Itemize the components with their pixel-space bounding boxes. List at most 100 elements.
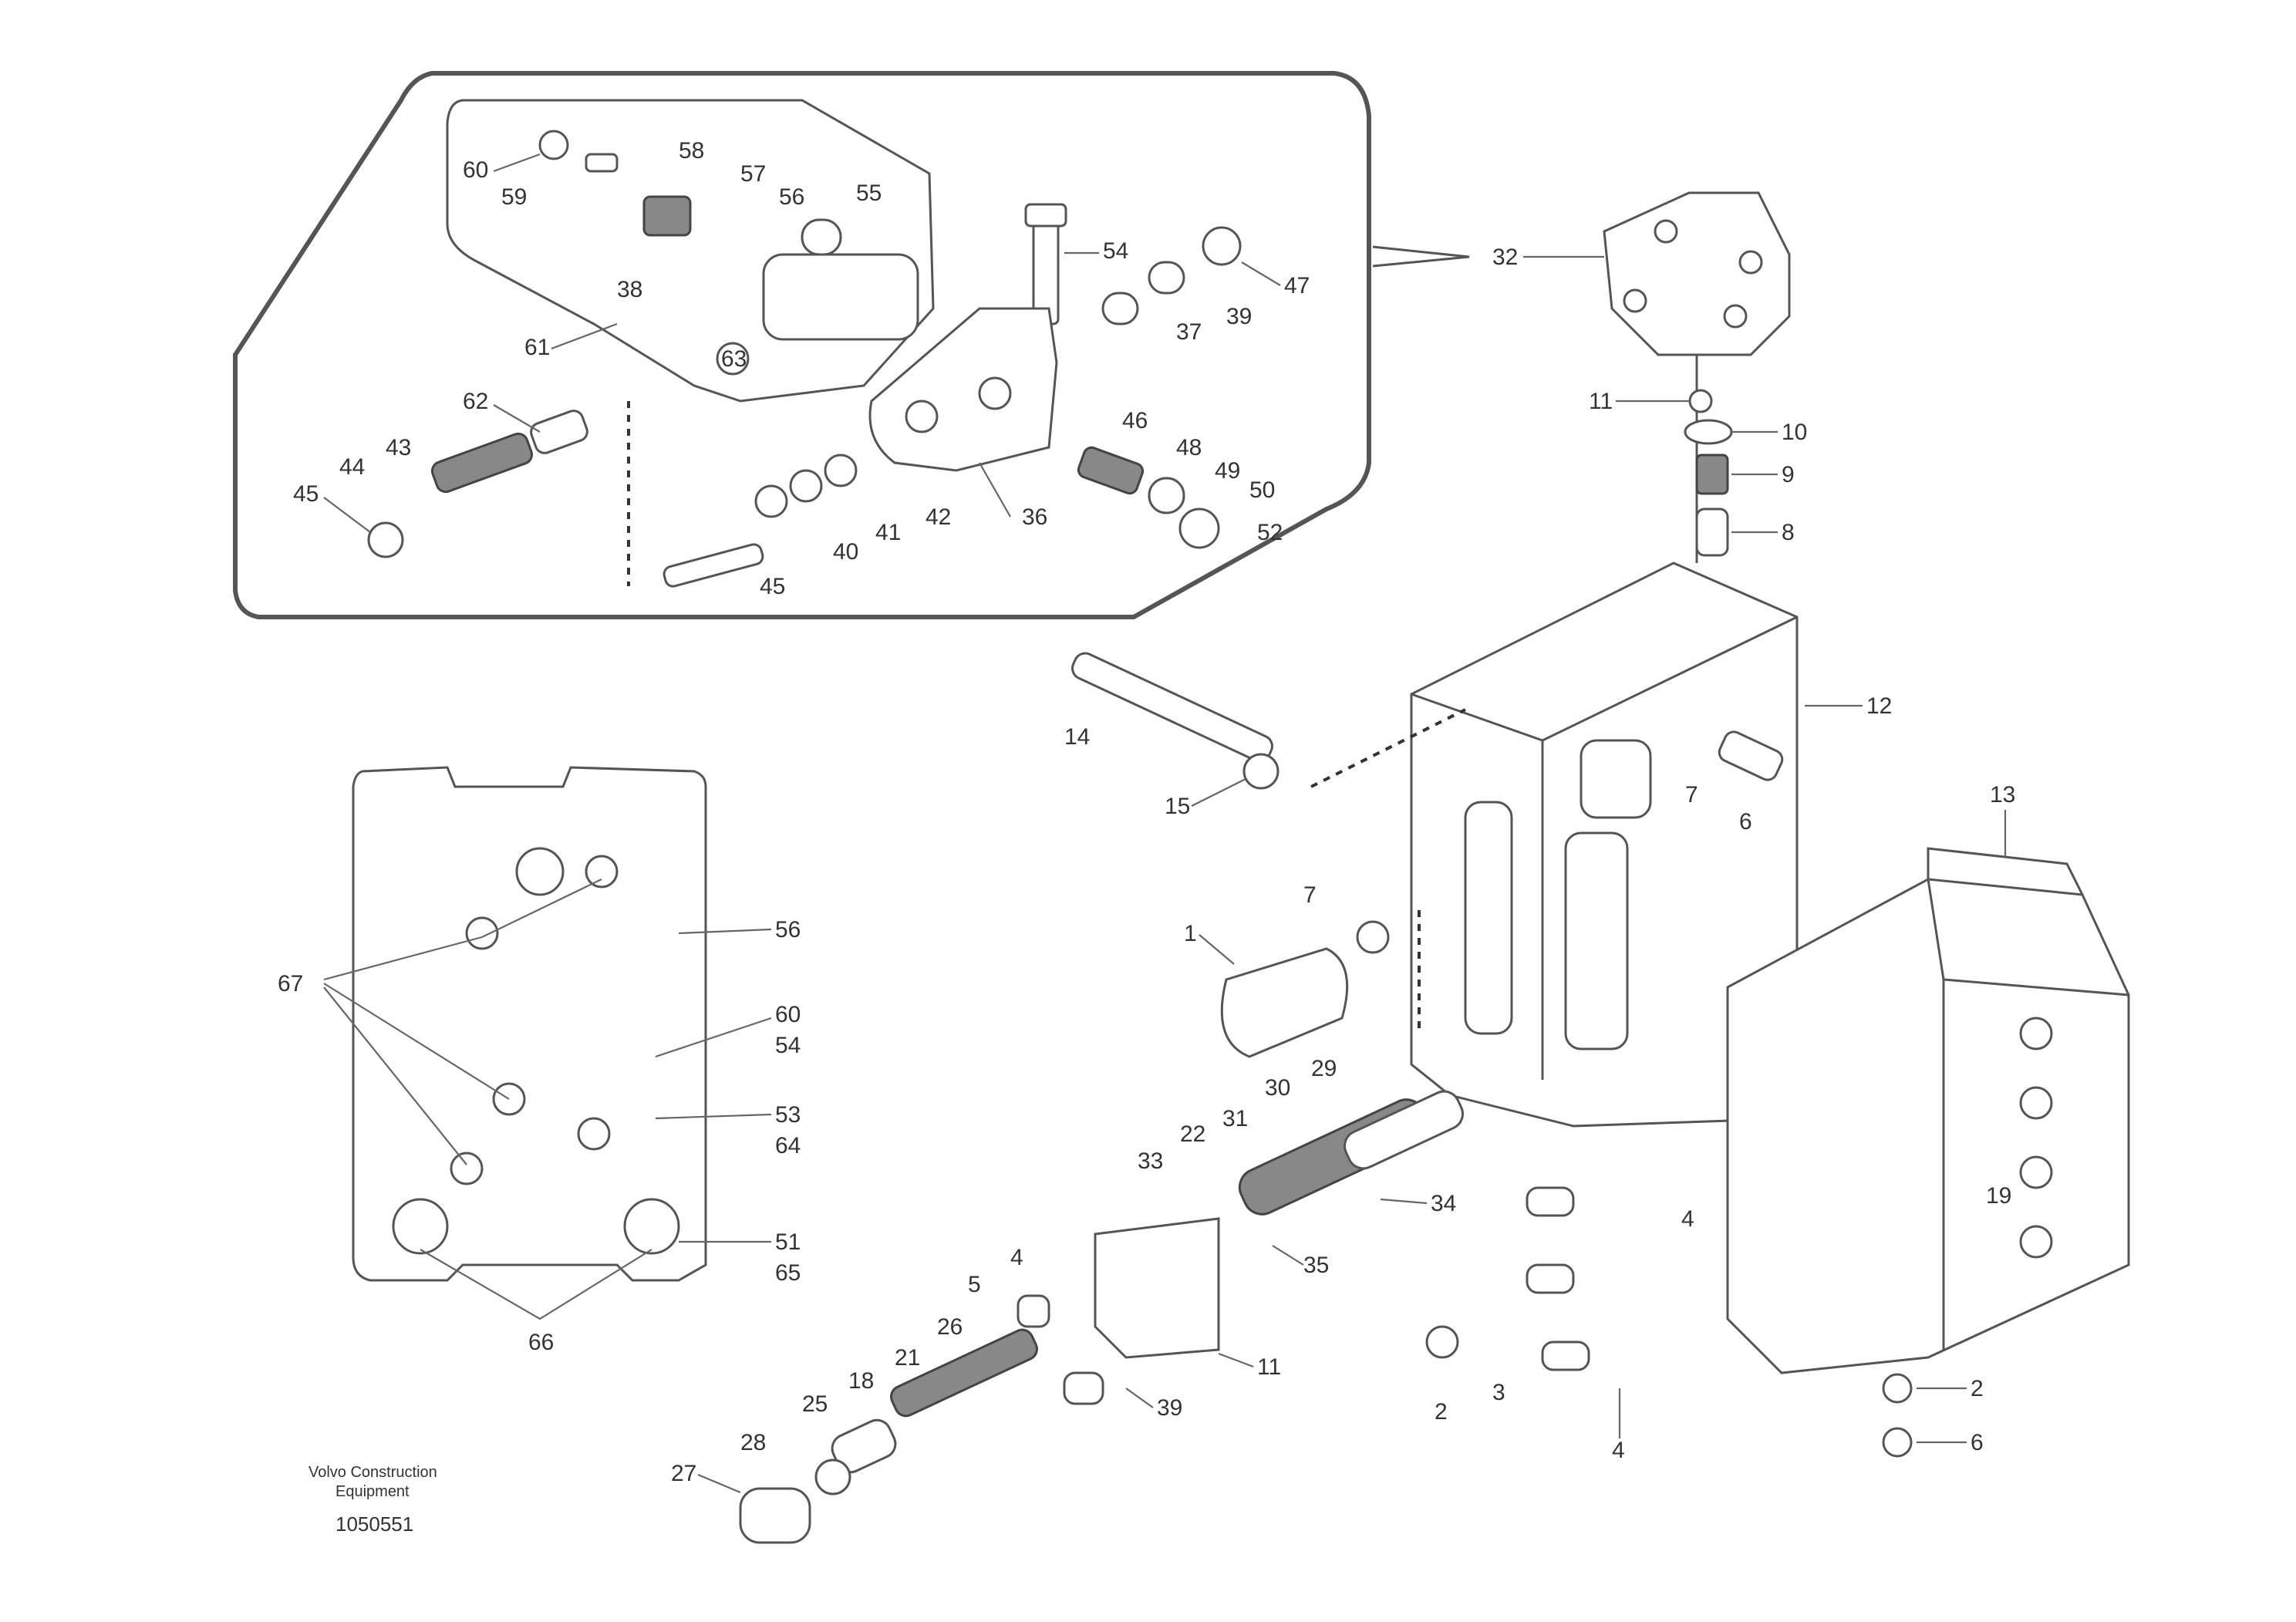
detail-plug-44 — [530, 410, 588, 454]
valve-body-port-1 — [1464, 801, 1513, 1035]
detail-spool-63 — [430, 432, 534, 494]
callout-26: 26 — [937, 1314, 963, 1340]
diagram-caption: Volvo Construction Equipment 1050551 — [308, 1464, 437, 1536]
callout-25: 25 — [802, 1391, 828, 1417]
main-callouts: 32 11 10 9 8 12 14 15 7 6 7 1 13 29 30 3… — [671, 244, 2015, 1494]
cap-27 — [739, 1487, 811, 1544]
callout-64: 64 — [775, 1133, 801, 1158]
callout-30: 30 — [1265, 1075, 1290, 1101]
callout-60b: 60 — [775, 1002, 801, 1027]
pilot-cover-hole-3 — [1623, 288, 1647, 313]
section-port-3 — [2019, 1155, 2053, 1189]
sub-inset-outline — [446, 99, 935, 403]
callout-2b: 2 — [1971, 1376, 1984, 1401]
callout-5: 5 — [968, 1272, 981, 1297]
plug-8 — [1695, 508, 1729, 557]
spring-9 — [1695, 454, 1729, 495]
pilot-cover-hole-2 — [1738, 250, 1763, 275]
washer-28 — [814, 1458, 851, 1496]
inset-callouts: 60 59 58 57 56 55 54 47 39 37 38 61 63 6… — [293, 138, 1310, 599]
pilot-cover-hole-1 — [1654, 219, 1678, 244]
port-plate-main-port — [515, 847, 565, 896]
callout-56b: 56 — [775, 917, 801, 943]
port-plate-port-e — [450, 1152, 484, 1185]
callout-1: 1 — [1184, 921, 1197, 946]
callout-13: 13 — [1990, 782, 2015, 808]
plug-2b — [1882, 1373, 1913, 1404]
callout-53: 53 — [775, 1102, 801, 1128]
callout-46: 46 — [1122, 408, 1148, 433]
callout-57: 57 — [740, 161, 766, 187]
callout-50: 50 — [1249, 477, 1275, 503]
callout-54b: 54 — [775, 1033, 801, 1058]
callout-8: 8 — [1782, 520, 1795, 545]
callout-38: 38 — [617, 277, 642, 302]
port-plate-callouts: 67 56 60 54 53 64 51 65 66 — [278, 917, 801, 1355]
washer-15 — [1242, 753, 1279, 790]
callout-52: 52 — [1257, 520, 1283, 545]
plug-4c — [1882, 1427, 1913, 1458]
callout-4b: 4 — [1612, 1438, 1625, 1463]
washer-10 — [1684, 419, 1733, 445]
callout-12: 12 — [1866, 693, 1892, 719]
detail-washer-38 — [1101, 292, 1139, 325]
detail-inset-frame — [233, 71, 1371, 619]
detail-pin-45 — [663, 543, 764, 588]
callout-35: 35 — [1303, 1253, 1329, 1278]
callout-59: 59 — [501, 184, 527, 210]
callout-4: 4 — [1010, 1245, 1023, 1270]
detail-spring-57 — [642, 195, 692, 237]
callout-7: 7 — [1303, 882, 1317, 908]
detail-ring-41 — [789, 469, 823, 503]
callout-49: 49 — [1215, 458, 1240, 484]
detail-cap-60 — [538, 130, 569, 160]
port-plate-port-b — [465, 916, 499, 950]
callout-61: 61 — [524, 335, 550, 360]
callout-10: 10 — [1782, 420, 1807, 445]
callout-60: 60 — [463, 157, 488, 183]
fitting-row-2 — [1526, 1263, 1575, 1294]
callout-27: 27 — [671, 1461, 696, 1486]
callout-48: 48 — [1176, 435, 1202, 460]
callout-6b: 6 — [1971, 1430, 1984, 1455]
spool-30 — [1344, 1090, 1464, 1170]
callout-42: 42 — [925, 504, 951, 530]
callout-39: 39 — [1226, 304, 1252, 329]
callout-45: 45 — [293, 481, 319, 507]
callout-58: 58 — [679, 138, 704, 164]
callout-65: 65 — [775, 1260, 801, 1286]
section-port-2 — [2019, 1086, 2053, 1120]
fitting-5 — [1017, 1294, 1050, 1328]
port-plate-large-left — [392, 1198, 449, 1255]
pilot-cover-hole-4 — [1723, 304, 1748, 329]
port-plate-view — [323, 766, 772, 1320]
section-port-1 — [2019, 1017, 2053, 1050]
callout-45b: 45 — [760, 574, 785, 599]
plug-26 — [1063, 1371, 1104, 1405]
callout-9: 9 — [1782, 462, 1795, 487]
callout-11b: 11 — [1257, 1354, 1281, 1380]
callout-39b: 39 — [1157, 1395, 1182, 1421]
assembly-dashed-guide-main — [1310, 708, 1466, 788]
detail-ring-40 — [754, 484, 788, 518]
callout-18: 18 — [848, 1368, 874, 1394]
port-plate-large-right — [623, 1198, 680, 1255]
detail-plug-47 — [1202, 226, 1242, 266]
detail-housing-54 — [762, 253, 919, 341]
spring-18 — [890, 1328, 1038, 1418]
caption-brand-line1: Volvo Construction — [308, 1464, 437, 1481]
detail-bolt-39-head — [1024, 203, 1067, 228]
callout-21: 21 — [895, 1345, 920, 1371]
fitting-row-3 — [1541, 1340, 1590, 1371]
callout-3: 3 — [1492, 1380, 1505, 1405]
callout-40: 40 — [833, 539, 858, 565]
fitting-7b — [1718, 730, 1784, 781]
seal-7a — [1356, 920, 1390, 954]
callout-7b: 7 — [1685, 782, 1698, 808]
detail-ring-42 — [824, 454, 858, 487]
detail-inset — [233, 71, 1470, 619]
bolt-14 — [1071, 652, 1273, 763]
detail-ring-61 — [716, 342, 750, 376]
callout-2a: 2 — [1435, 1399, 1448, 1425]
